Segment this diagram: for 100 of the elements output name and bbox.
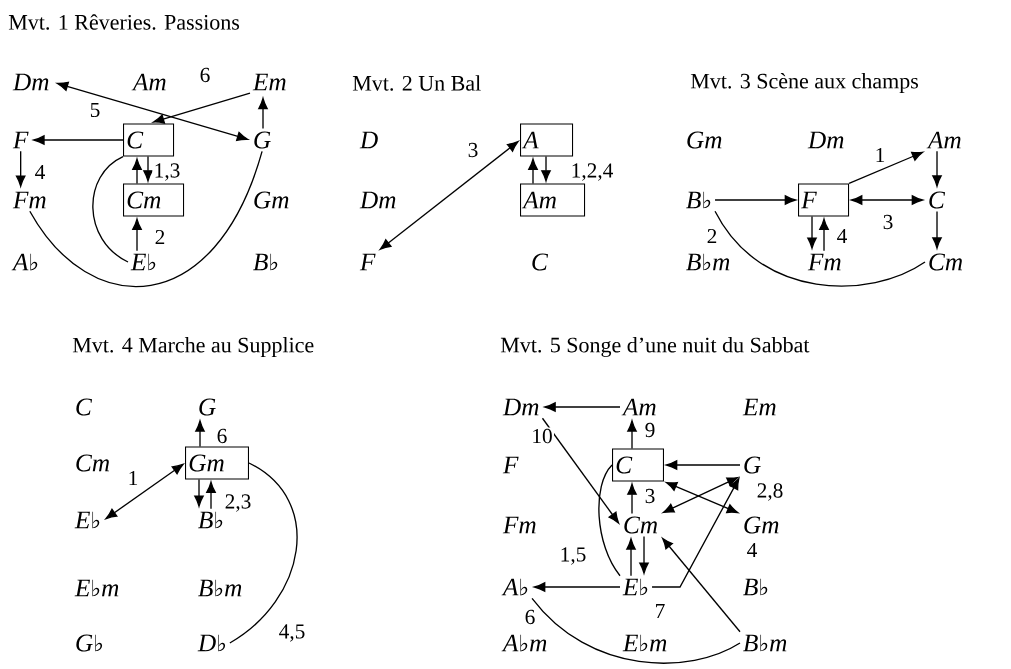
chord-label: Fm xyxy=(807,253,841,271)
chord-label: Cm xyxy=(929,253,963,271)
chord-label: B♭ xyxy=(253,253,278,271)
edge-label: 2 xyxy=(705,227,719,245)
edge-label: 3 xyxy=(643,487,657,505)
chord-label: Dm xyxy=(359,191,396,209)
chord-label: A♭ xyxy=(11,253,38,271)
arrow xyxy=(143,155,153,182)
edge-label: 4 xyxy=(33,163,47,181)
edge-label: 3 xyxy=(881,213,895,231)
chord-label: F xyxy=(502,456,519,474)
arrow xyxy=(258,97,268,130)
chord-label: B♭ xyxy=(198,511,223,529)
edge-label: 4 xyxy=(835,227,849,245)
chord-label: E♭ xyxy=(622,578,648,596)
chord-box: Gm xyxy=(185,446,249,480)
chord-label: B♭m xyxy=(743,634,787,652)
edge-label: 6 xyxy=(215,427,229,445)
arrow xyxy=(932,150,942,187)
chord-label: B♭ xyxy=(686,191,711,209)
connector-line xyxy=(714,210,926,287)
chord-label: Am xyxy=(926,131,961,149)
chord-label: B♭m xyxy=(198,579,242,597)
edge-label: 2,3 xyxy=(223,492,253,514)
connector-line xyxy=(92,155,129,263)
edge-label: 6 xyxy=(198,66,212,84)
chord-label: Cm xyxy=(76,454,110,472)
connector-line xyxy=(229,462,298,644)
chord-label: Em xyxy=(742,398,776,416)
arrow xyxy=(528,158,538,185)
chord-label: F xyxy=(12,131,29,149)
chord-label: B♭m xyxy=(686,253,730,271)
arrow xyxy=(541,155,551,182)
panel-title: Mvt. 5 Songe d’une nuit du Sabbat xyxy=(500,337,810,357)
chord-label: Dm xyxy=(807,131,844,149)
chord-box: C xyxy=(612,448,664,482)
chord-label: Gm xyxy=(687,131,722,149)
edge-label: 3 xyxy=(466,141,480,159)
arrow xyxy=(807,215,817,249)
chord-label: Dm xyxy=(502,398,539,416)
edge-label: 1,2,4 xyxy=(569,161,615,183)
arrow xyxy=(132,158,142,185)
arrow xyxy=(56,81,249,142)
arrow xyxy=(533,582,621,592)
arrow xyxy=(651,478,740,588)
chord-label: C xyxy=(532,253,549,271)
chord-label: Gm xyxy=(744,516,779,534)
chord-label: E♭m xyxy=(74,579,119,597)
edge-label: 4 xyxy=(745,541,759,559)
chord-label: Gm xyxy=(254,191,289,209)
chord-label: D♭ xyxy=(197,634,226,652)
arrow xyxy=(851,195,924,205)
arrow xyxy=(541,417,620,524)
chord-box: Am xyxy=(520,183,586,217)
connector-line xyxy=(531,597,741,664)
edge-label: 2 xyxy=(153,228,167,246)
chord-label: Em xyxy=(252,73,286,91)
chord-label: Am xyxy=(621,398,656,416)
chord-box: F xyxy=(798,183,850,217)
chord-label: Cm xyxy=(624,516,658,534)
panel-title: Mvt. 1 Rêveries. Passions xyxy=(8,14,240,30)
chord-label: G xyxy=(744,456,761,474)
chord-label: C xyxy=(76,398,93,416)
arrow xyxy=(626,538,636,577)
connector-line xyxy=(29,150,263,287)
edge-label: 1 xyxy=(873,146,887,164)
chord-label: E♭ xyxy=(130,253,156,271)
chord-label: E♭m xyxy=(622,634,667,652)
chord-label: B♭ xyxy=(743,578,768,596)
chord-label: C xyxy=(929,191,946,209)
edge-label: 1,3 xyxy=(152,161,182,183)
panel-title: Mvt. 4 Marche au Supplice xyxy=(72,337,314,357)
edge-label: 1,5 xyxy=(558,546,588,567)
edge-label: 1 xyxy=(126,469,140,487)
chord-label: A♭m xyxy=(501,634,547,652)
arrow xyxy=(195,420,205,448)
chord-label: Fm xyxy=(12,191,46,209)
arrow xyxy=(662,537,741,633)
arrow xyxy=(194,478,204,507)
chord-label: Dm xyxy=(12,73,49,91)
chord-label: Fm xyxy=(502,516,536,534)
arrow xyxy=(15,150,26,187)
arrow xyxy=(132,218,142,252)
arrow xyxy=(819,218,829,252)
chord-label: Am xyxy=(131,73,166,91)
chord-label: D xyxy=(359,131,378,149)
arrow xyxy=(627,483,637,515)
chord-label: F xyxy=(359,253,376,271)
edge-label: 6 xyxy=(523,608,537,626)
arrow xyxy=(152,92,251,124)
arrow xyxy=(848,151,924,185)
edge-label: 2,8 xyxy=(755,481,785,503)
edge-label: 5 xyxy=(88,101,102,119)
chord-label: E♭ xyxy=(74,511,100,529)
panel-title: Mvt. 2 Un Bal xyxy=(352,75,481,91)
panel-title: Mvt. 3 Scène aux champs xyxy=(690,73,918,93)
chord-label: G♭ xyxy=(76,634,103,652)
edge-label: 4,5 xyxy=(277,623,307,643)
arrow xyxy=(33,135,124,145)
arrow xyxy=(379,140,519,250)
